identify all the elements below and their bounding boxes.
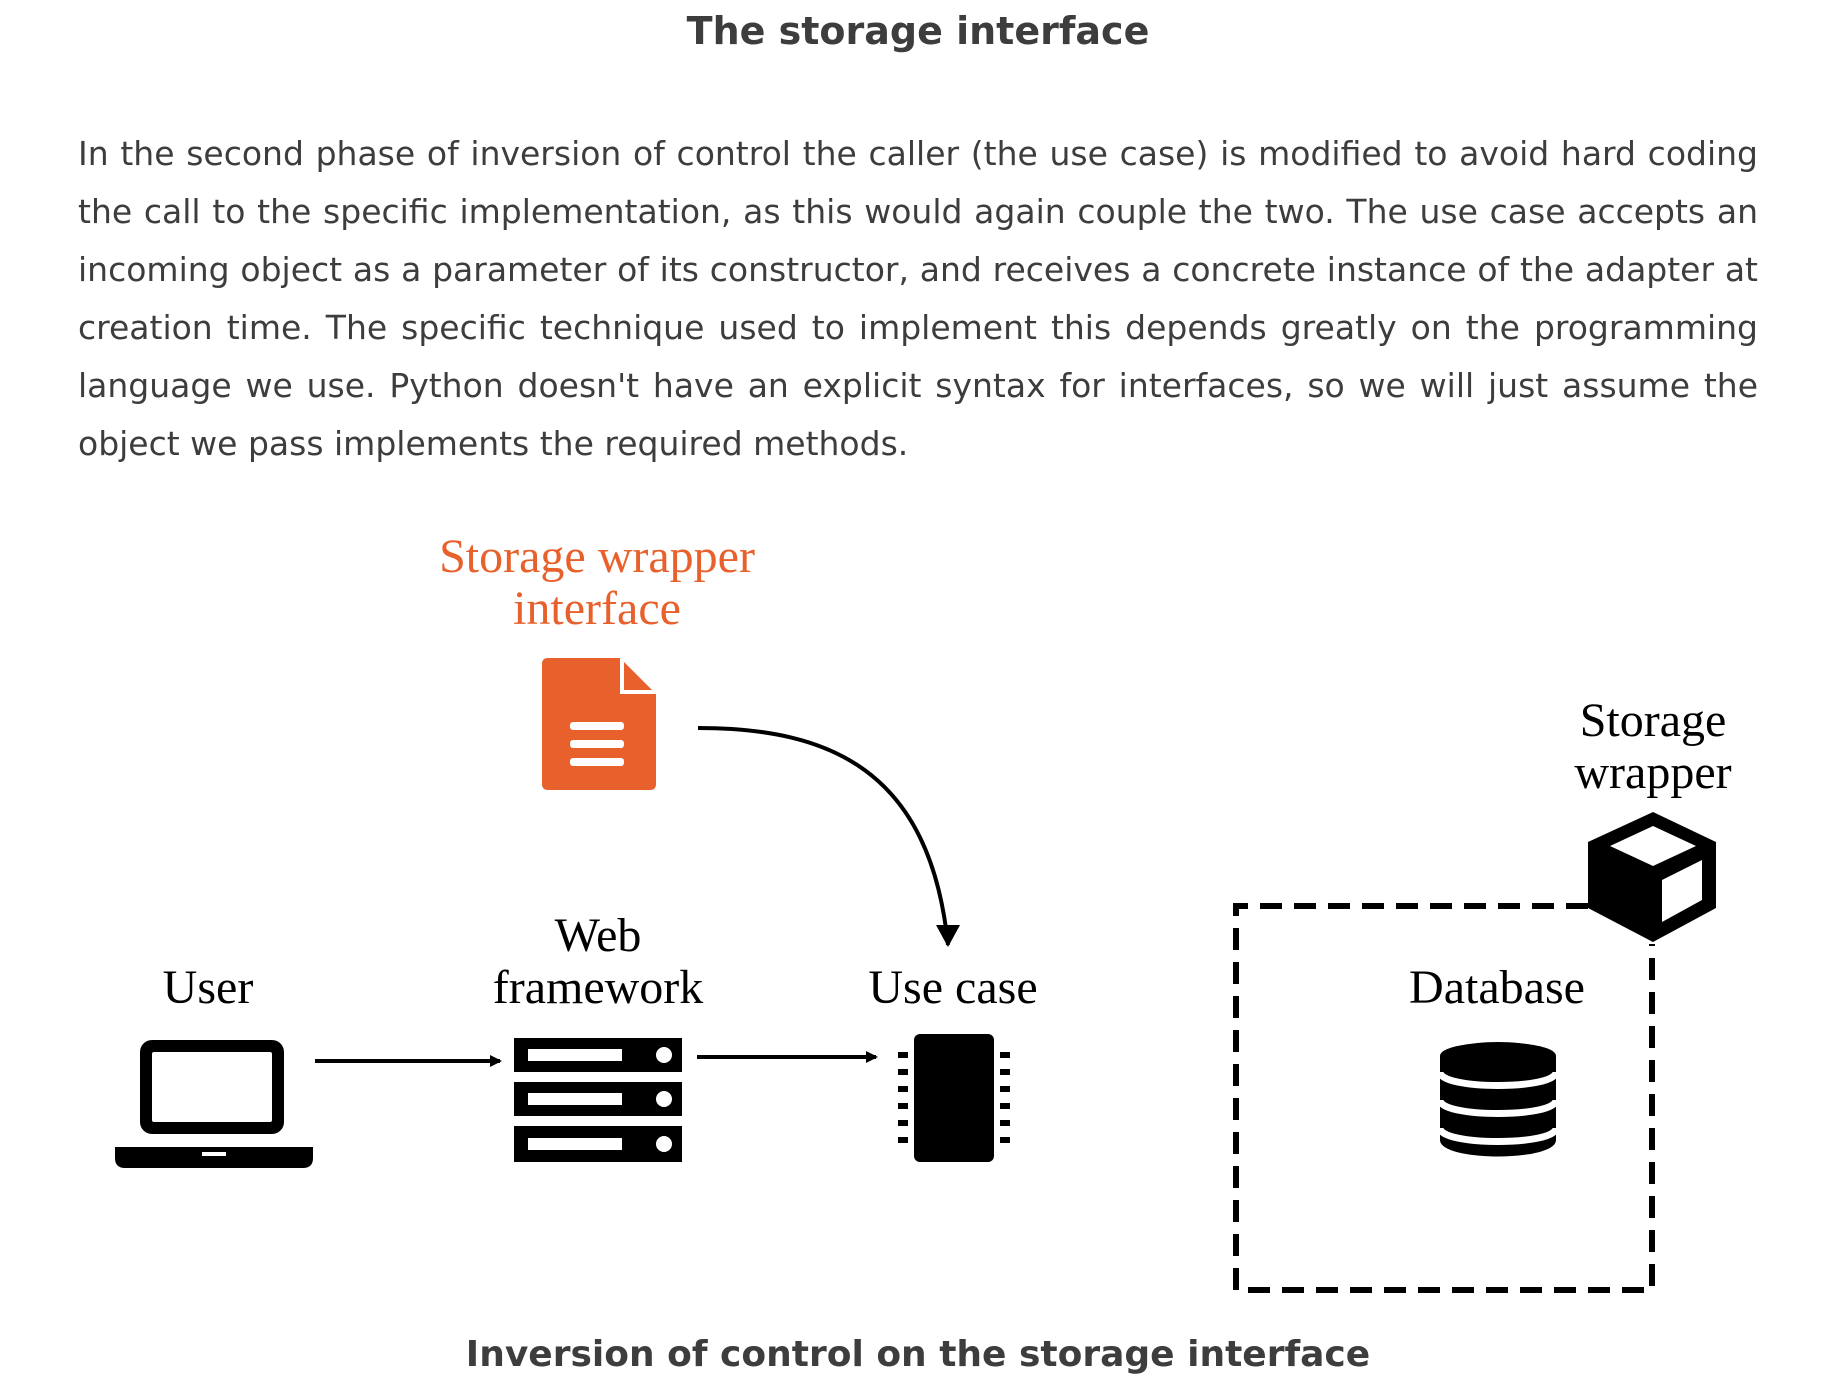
body-paragraph: In the second phase of inversion of cont… [78, 134, 1758, 463]
storage-wrapper-label-line1: Storage [1580, 694, 1727, 747]
figure-caption: Inversion of control on the storage inte… [465, 1334, 1371, 1375]
cube-icon [1588, 812, 1716, 942]
web-framework-label-line1: Web [555, 909, 642, 962]
interface-label-line2: interface [513, 582, 681, 635]
use-case-label: Use case [868, 961, 1037, 1014]
user-label: User [163, 961, 254, 1014]
section-title: The storage interface [686, 9, 1150, 53]
storage-wrapper-label-line2: wrapper [1574, 746, 1731, 799]
chip-icon [898, 1034, 1010, 1162]
web-framework-label-line2: framework [493, 961, 704, 1014]
interface-to-usecase-arrow [697, 726, 960, 947]
database-label: Database [1409, 961, 1585, 1014]
document-icon [542, 658, 656, 790]
interface-label-line1: Storage wrapper [439, 530, 755, 583]
storage-wrapper-boundary [1233, 903, 1655, 1293]
database-icon [1436, 1042, 1560, 1157]
laptop-icon [115, 1040, 313, 1168]
server-icon [514, 1038, 682, 1162]
